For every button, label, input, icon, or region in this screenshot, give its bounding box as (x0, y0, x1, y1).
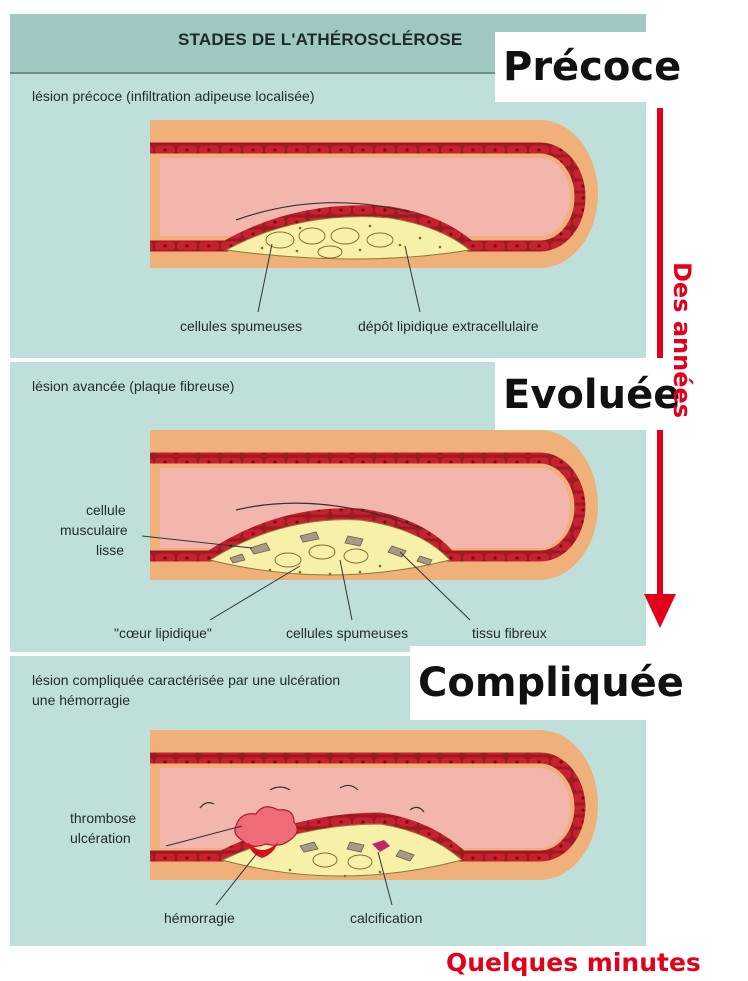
label-fibrous-tissue: tissu fibreux (472, 625, 547, 641)
caption-complicated-line2: une hémorragie (32, 692, 130, 708)
label-hemorrhage: hémorragie (164, 910, 235, 926)
stage-label-early: Précoce (495, 32, 701, 102)
label-lipid-core: "cœur lipidique" (114, 625, 212, 641)
label-smooth-muscle-2: musculaire (60, 522, 128, 538)
timeline-years-label: Des années (668, 262, 696, 418)
label-smooth-muscle-3: lisse (96, 542, 124, 558)
caption-advanced: lésion avancée (plaque fibreuse) (32, 378, 234, 394)
caption-early: lésion précoce (infiltration adipeuse lo… (32, 88, 315, 104)
label-extracellular-lipid: dépôt lipidique extracellulaire (358, 318, 539, 334)
label-foam-cells-advanced: cellules spumeuses (286, 625, 408, 641)
label-ulceration: ulcération (70, 830, 131, 846)
caption-complicated-line1: lésion compliquée caractérisée par une u… (32, 672, 340, 688)
label-foam-cells: cellules spumeuses (180, 318, 302, 334)
label-smooth-muscle-1: cellule (86, 502, 126, 518)
artery-advanced (142, 430, 598, 620)
stage-label-complicated: Compliquée (410, 646, 716, 720)
artery-complicated (150, 730, 598, 905)
artery-early (150, 120, 598, 312)
label-thrombosis: thrombose (70, 810, 136, 826)
timeline-minutes-label: Quelques minutes (446, 948, 701, 977)
label-calcification: calcification (350, 910, 422, 926)
